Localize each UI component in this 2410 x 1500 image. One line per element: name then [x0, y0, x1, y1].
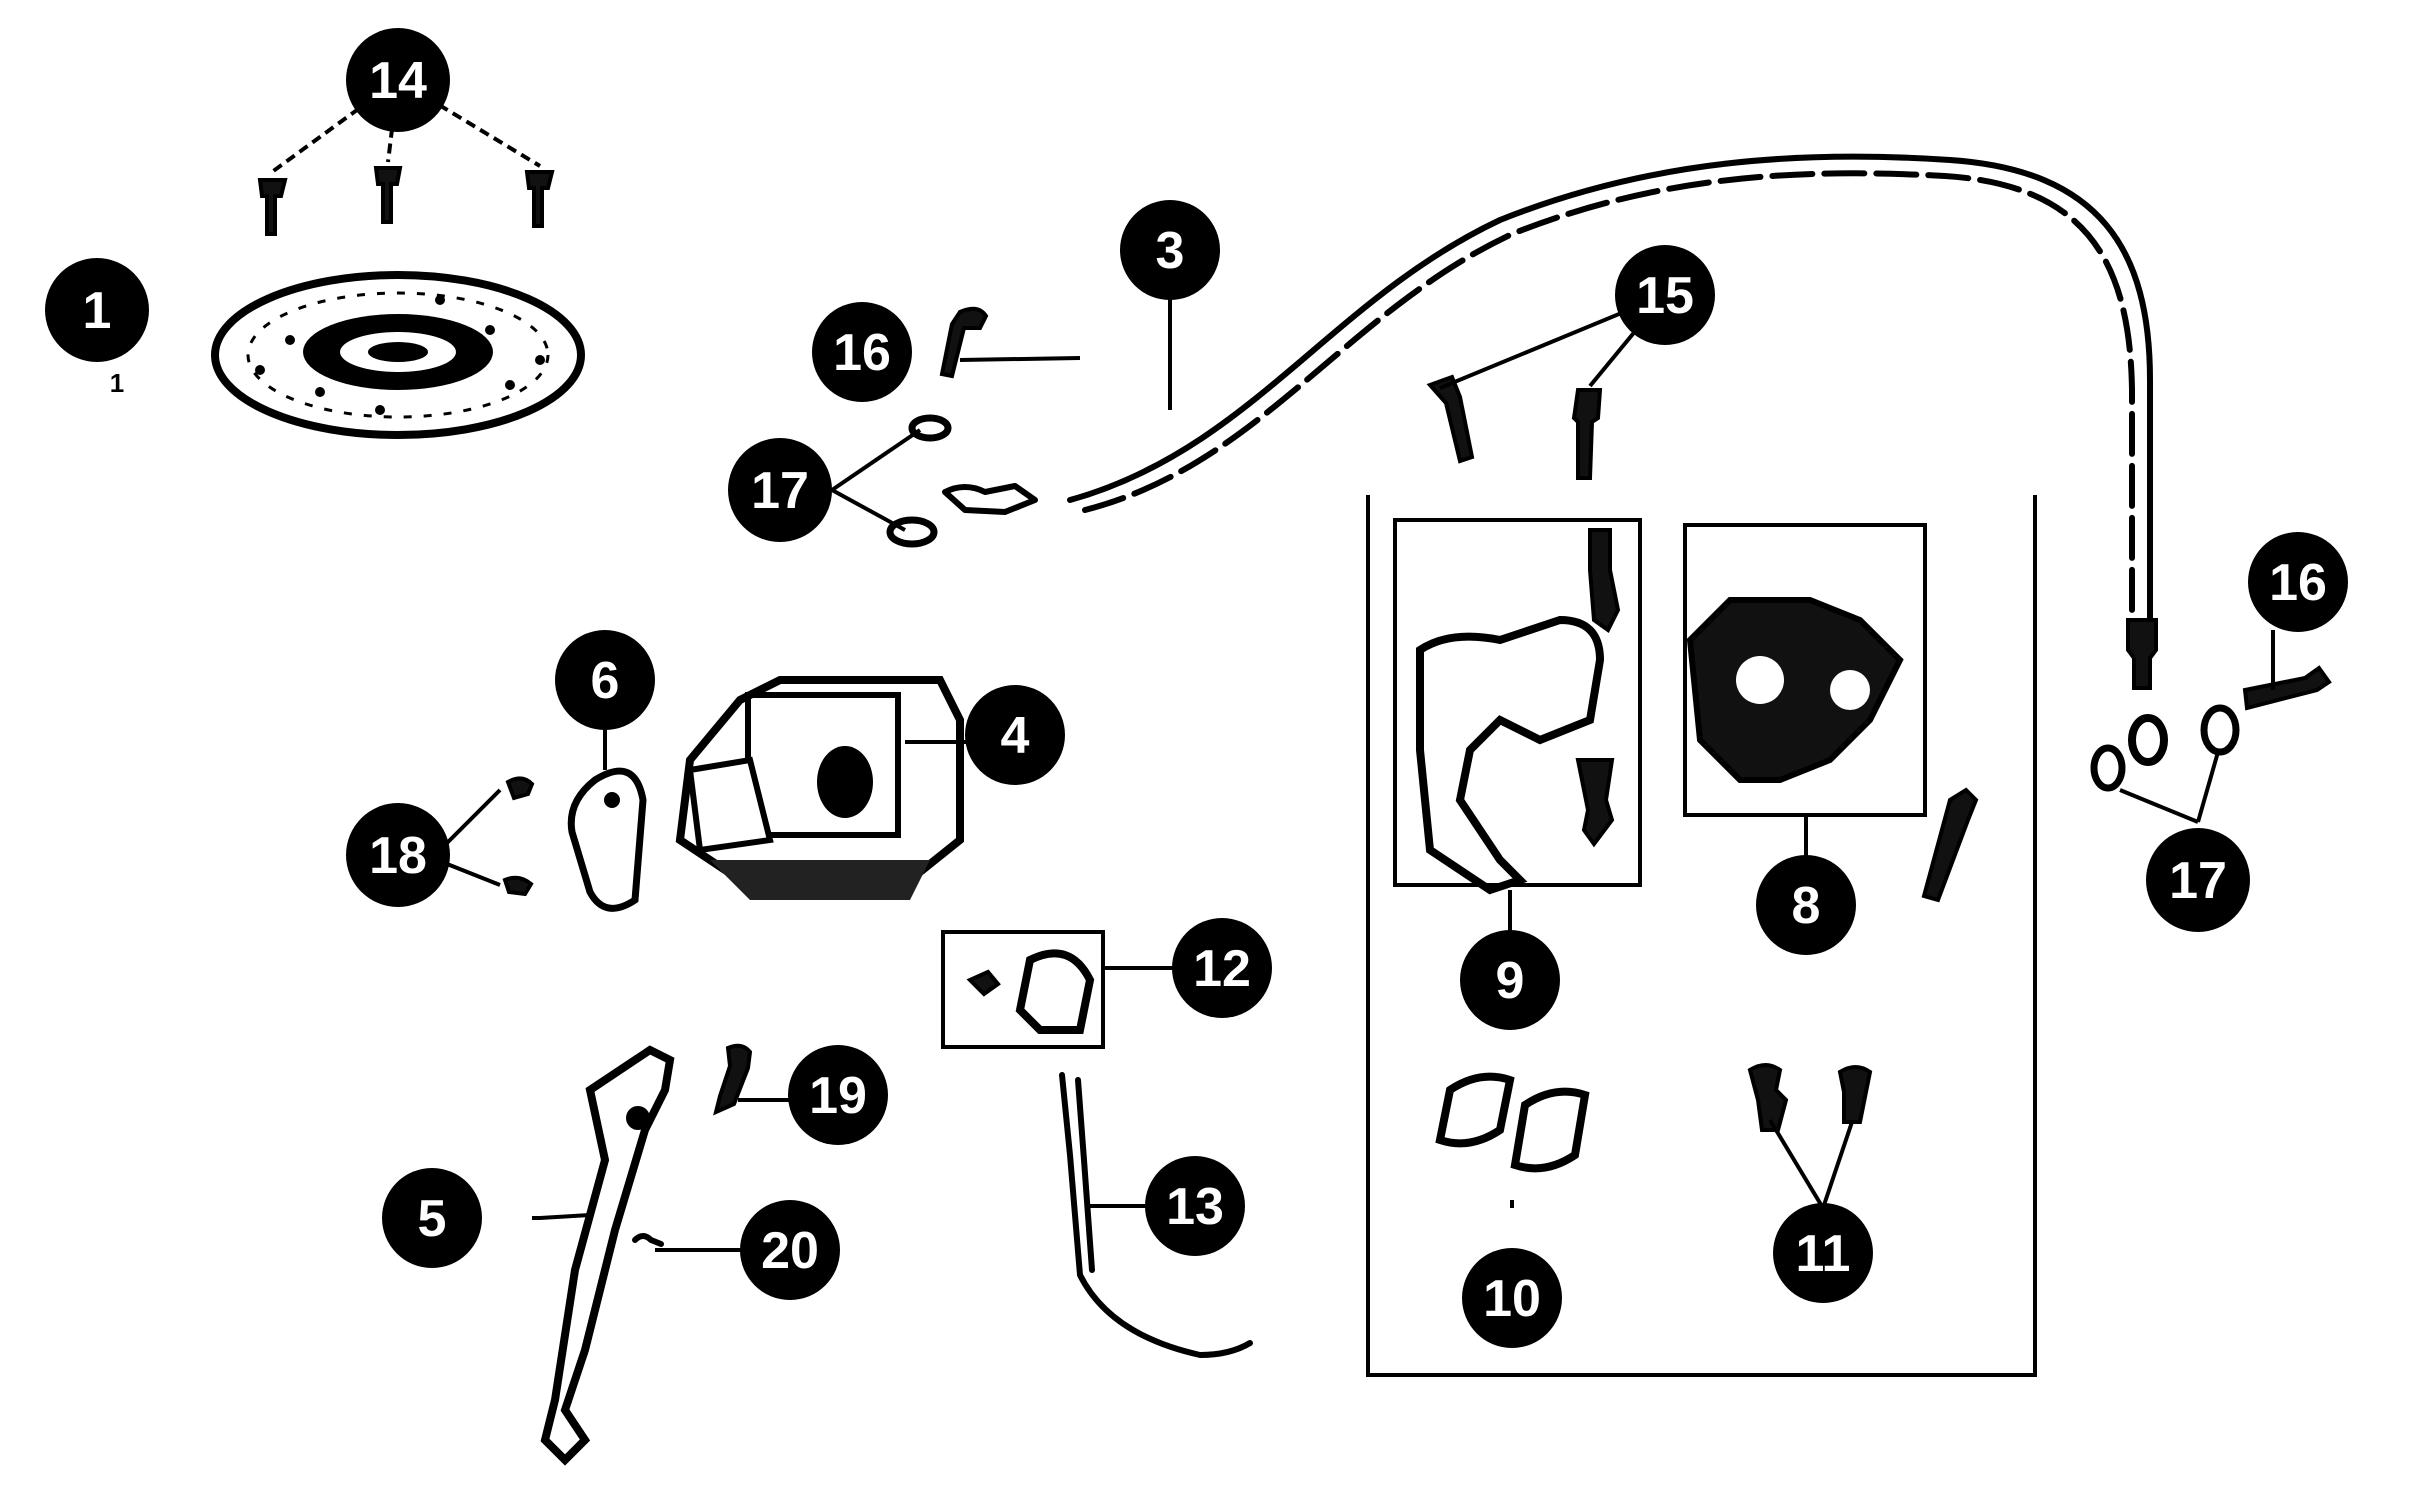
callout-circle	[1756, 855, 1856, 955]
callout-8: 8	[1756, 855, 1856, 955]
callouts: 1 1 3 4 5 6 8 9 10 11 12 13 14 15 16 16 …	[45, 28, 2348, 1348]
callout-16-left: 16	[812, 302, 912, 402]
callout-11: 11	[1773, 1203, 1873, 1303]
bleed-screws-icon	[1747, 1063, 1873, 1132]
callout-circle	[965, 685, 1065, 785]
handlebar-clamp-icon	[567, 767, 647, 912]
callout-15: 15	[1615, 245, 1715, 345]
callout-number: 20	[761, 1222, 819, 1280]
sub-label-1: 1	[110, 368, 124, 398]
callout-circle	[728, 438, 832, 542]
banjo-bolt-icon	[939, 306, 989, 379]
callout-number: 16	[833, 324, 891, 382]
brake-disc-icon	[211, 271, 585, 439]
callout-number: 15	[1636, 267, 1694, 325]
callout-6: 6	[555, 630, 655, 730]
callout-9: 9	[1460, 930, 1560, 1030]
callout-circle	[1773, 1203, 1873, 1303]
callout-number: 4	[1001, 707, 1030, 765]
callout-number: 19	[809, 1067, 867, 1125]
callout-circle	[1145, 1156, 1245, 1256]
washers-right-icon	[2090, 704, 2240, 792]
callout-19: 19	[788, 1045, 888, 1145]
callout-12: 12	[1172, 918, 1272, 1018]
callout-number: 12	[1193, 940, 1251, 998]
master-cylinder-icon	[675, 676, 964, 900]
callout-number: 13	[1166, 1178, 1224, 1236]
callout-number: 3	[1156, 222, 1185, 280]
wire-clip-icon	[1059, 1072, 1253, 1358]
callout-13: 13	[1145, 1156, 1245, 1256]
callout-number: 6	[591, 652, 620, 710]
callout-number: 16	[2269, 554, 2327, 612]
callout-18: 18	[346, 803, 450, 907]
callout-number: 17	[751, 462, 809, 520]
callout-circle	[1615, 245, 1715, 345]
banjo-bolt-right-icon	[2242, 665, 2332, 711]
caliper-icon	[1686, 597, 1979, 903]
callout-number: 14	[369, 52, 427, 110]
callout-circle	[555, 630, 655, 730]
callout-4: 4	[965, 685, 1065, 785]
callout-number: 17	[2169, 852, 2227, 910]
brake-pads-icon	[966, 949, 1095, 1034]
callout-20: 20	[740, 1200, 840, 1300]
callout-17-right: 17	[2146, 828, 2250, 932]
callout-circle	[1172, 918, 1272, 1018]
clamp-screws-icon	[502, 776, 535, 897]
callout-circle	[45, 258, 149, 362]
callout-circle	[812, 302, 912, 402]
brake-lever-icon	[540, 1045, 675, 1466]
callout-5: 5	[382, 1168, 482, 1268]
callout-number: 8	[1792, 877, 1821, 935]
caliper-pads-icon	[1435, 1072, 1590, 1173]
callout-3: 3	[1120, 200, 1220, 300]
callout-circle	[788, 1045, 888, 1145]
callout-number: 9	[1496, 952, 1525, 1010]
caliper-bracket-icon	[1416, 528, 1621, 895]
callout-circle	[1462, 1248, 1562, 1348]
callout-circle	[346, 28, 450, 132]
callout-number: 5	[418, 1190, 447, 1248]
callout-circle	[740, 1200, 840, 1300]
callout-number: 18	[369, 827, 427, 885]
callout-circle	[2146, 828, 2250, 932]
brake-hose-icon	[942, 153, 2168, 766]
callout-number: 11	[1796, 1225, 1851, 1283]
washers-icon	[886, 414, 952, 548]
callout-circle	[1120, 200, 1220, 300]
callout-circle	[382, 1168, 482, 1268]
disc-bolts-icon	[257, 166, 555, 236]
callout-14: 14	[346, 28, 450, 132]
callout-1: 1	[45, 258, 149, 362]
callout-10: 10	[1462, 1248, 1562, 1348]
callout-circle	[346, 803, 450, 907]
callout-16-right: 16	[2248, 532, 2348, 632]
pivot-bolt-icon	[713, 1043, 753, 1116]
callout-number: 10	[1483, 1270, 1541, 1328]
callout-circle	[1460, 930, 1560, 1030]
caliper-bolts-icon	[1426, 374, 1603, 480]
callout-17-left: 17	[728, 438, 832, 542]
callout-circle	[2248, 532, 2348, 632]
spring-clip-icon	[632, 1233, 664, 1247]
callout-number: 1	[83, 282, 112, 340]
